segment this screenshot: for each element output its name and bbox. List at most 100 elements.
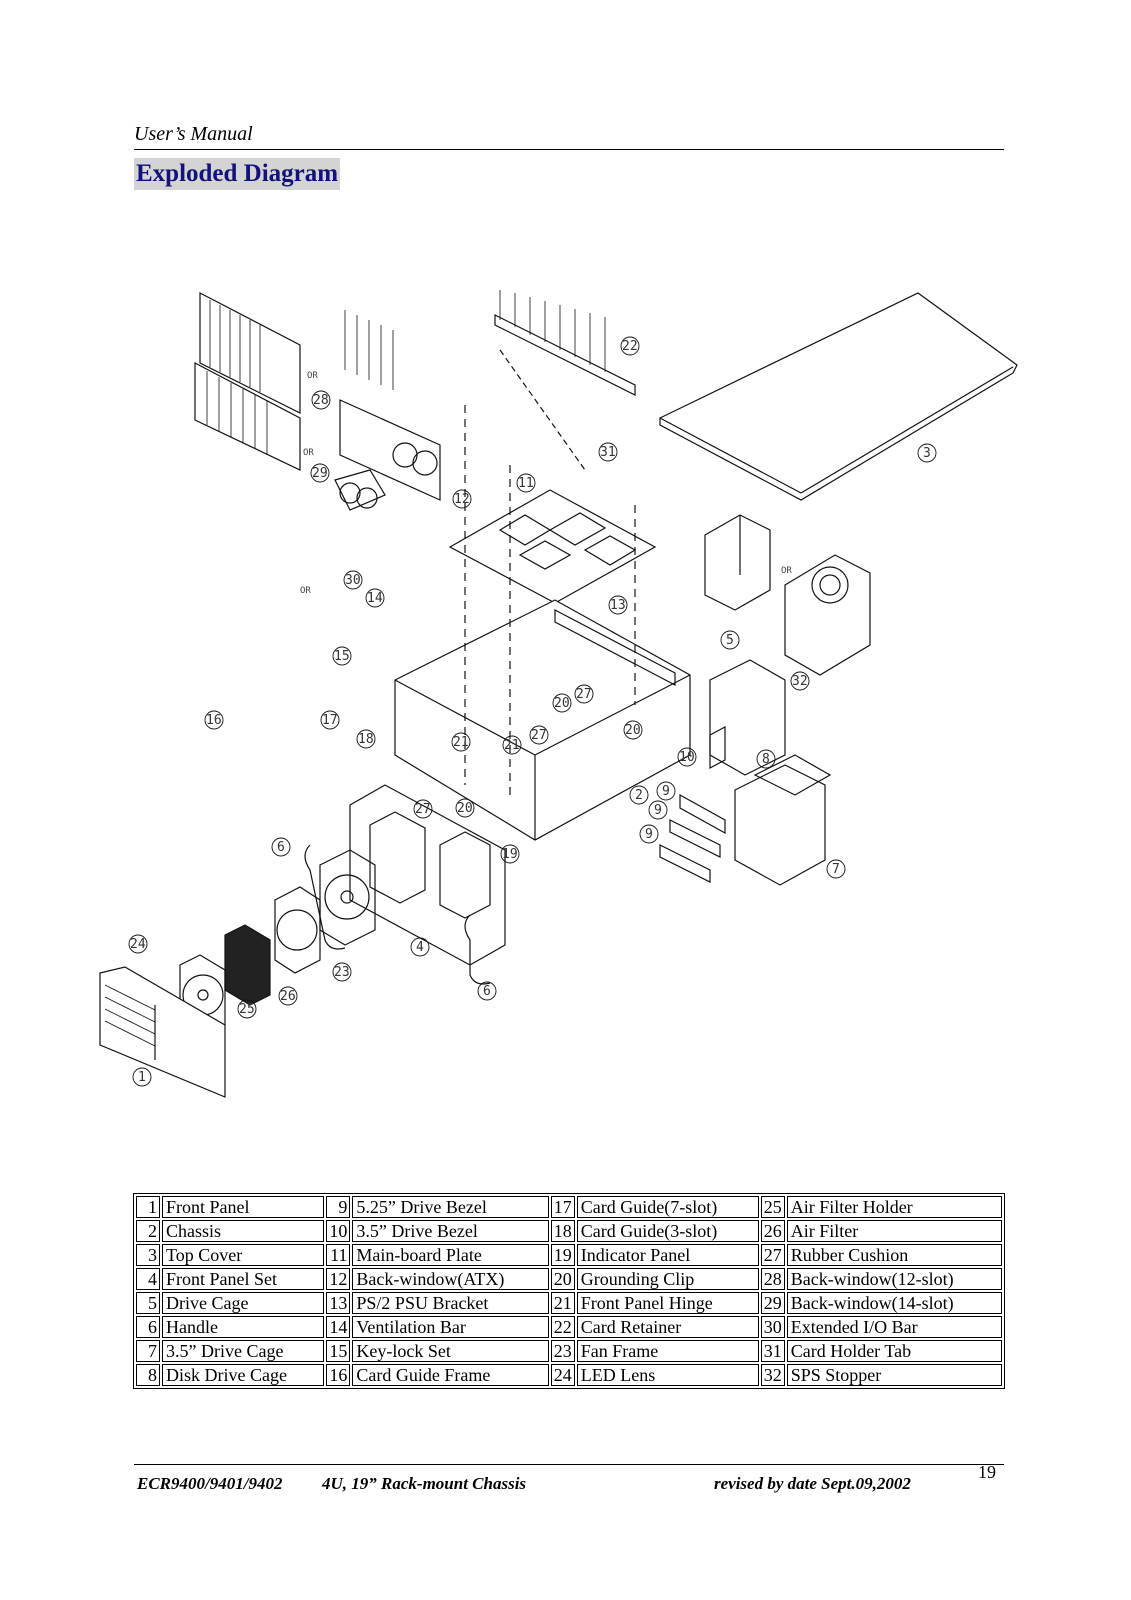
part-name: 3.5” Drive Bezel: [352, 1220, 549, 1242]
back-window-atx-drawing: [334, 399, 441, 511]
part-name: Card Guide Frame: [352, 1364, 549, 1386]
card-retainer-drawing: [494, 290, 636, 471]
svg-text:OR: OR: [300, 586, 311, 596]
svg-text:23: 23: [334, 965, 350, 980]
top-cover-drawing: [659, 292, 1018, 501]
footer-rule: [134, 1464, 1004, 1465]
part-name: 5.25” Drive Bezel: [352, 1196, 549, 1218]
part-number: 11: [326, 1244, 351, 1266]
part-name: Key-lock Set: [352, 1340, 549, 1362]
back-window-drawing: [194, 292, 301, 471]
part-number: 3: [136, 1244, 160, 1266]
part-number: 25: [760, 1196, 785, 1218]
svg-text:OR: OR: [303, 448, 314, 458]
main-board-plate-drawing: [448, 489, 657, 604]
part-name: Front Panel Hinge: [576, 1292, 759, 1314]
section-title: Exploded Diagram: [134, 158, 341, 190]
part-number: 5: [136, 1292, 160, 1314]
svg-text:20: 20: [554, 696, 570, 711]
svg-text:2: 2: [635, 788, 643, 803]
svg-text:5: 5: [726, 633, 734, 648]
part-name: Top Cover: [162, 1244, 325, 1266]
exploded-diagram-drawing: 1 2 3 4 5 6 6 7 8 9 9 9 10 11 12 13 14 1…: [99, 290, 1018, 1098]
front-panel-set-drawing: [304, 784, 506, 985]
part-number: 29: [760, 1292, 785, 1314]
part-number: 23: [550, 1340, 575, 1362]
part-name: PS/2 PSU Bracket: [352, 1292, 549, 1314]
part-name: Card Guide(7-slot): [576, 1196, 759, 1218]
svg-text:4: 4: [416, 940, 424, 955]
part-name: Grounding Clip: [576, 1268, 759, 1290]
svg-text:9: 9: [645, 827, 653, 842]
part-number: 13: [326, 1292, 351, 1314]
part-name: Air Filter Holder: [786, 1196, 1002, 1218]
svg-text:21: 21: [453, 735, 469, 750]
drive-cage-drawing: [709, 659, 832, 886]
page-number: 19: [978, 1462, 996, 1482]
svg-text:10: 10: [679, 750, 695, 765]
svg-text:21: 21: [504, 738, 520, 753]
air-filter-drawing: [224, 924, 271, 1006]
svg-text:11: 11: [518, 476, 534, 491]
part-number: 8: [136, 1364, 160, 1386]
part-number: 7: [136, 1340, 160, 1362]
svg-text:6: 6: [277, 840, 285, 855]
footer-product: 4U, 19” Rack-mount Chassis: [322, 1474, 527, 1493]
manual-label: User’s Manual: [134, 123, 253, 145]
callout-bubbles: 1 2 3 4 5 6 6 7 8 9 9 9 10 11 12 13 14 1…: [128, 336, 937, 1087]
part-number: 19: [550, 1244, 575, 1266]
part-number: 16: [326, 1364, 351, 1386]
part-name: Disk Drive Cage: [162, 1364, 325, 1386]
part-number: 27: [760, 1244, 785, 1266]
part-number: 28: [760, 1268, 785, 1290]
part-number: 17: [550, 1196, 575, 1218]
part-name: Indicator Panel: [576, 1244, 759, 1266]
part-name: Front Panel: [162, 1196, 325, 1218]
svg-text:6: 6: [483, 984, 491, 999]
exploded-diagram: 1 2 3 4 5 6 6 7 8 9 9 9 10 11 12 13 14 1…: [95, 285, 1055, 1135]
part-number: 31: [760, 1340, 785, 1362]
card-guide-drawing: [344, 310, 394, 390]
part-name: Handle: [162, 1316, 325, 1338]
footer-revision: revised by date Sept.09,2002: [714, 1474, 911, 1493]
part-number: 26: [760, 1220, 785, 1242]
part-number: 20: [550, 1268, 575, 1290]
part-name: Back-window(ATX): [352, 1268, 549, 1290]
part-number: 9: [326, 1196, 351, 1218]
part-number: 1: [136, 1196, 160, 1218]
part-name: Fan Frame: [576, 1340, 759, 1362]
svg-text:14: 14: [367, 591, 383, 606]
svg-text:27: 27: [415, 802, 431, 817]
svg-text:20: 20: [625, 723, 641, 738]
svg-text:9: 9: [654, 803, 662, 818]
drive-bezel-drawing: [659, 726, 726, 883]
svg-text:3: 3: [923, 446, 931, 461]
or-labels: OR OR OR OR: [300, 371, 792, 596]
part-number: 6: [136, 1316, 160, 1338]
svg-text:13: 13: [610, 598, 626, 613]
svg-text:8: 8: [762, 752, 770, 767]
svg-text:17: 17: [322, 713, 338, 728]
part-number: 12: [326, 1268, 351, 1290]
svg-text:31: 31: [600, 445, 616, 460]
part-name: Card Holder Tab: [786, 1340, 1002, 1362]
svg-text:26: 26: [280, 989, 296, 1004]
svg-text:27: 27: [576, 687, 592, 702]
fan-drawing: [274, 849, 376, 974]
part-number: 4: [136, 1268, 160, 1290]
part-number: 30: [760, 1316, 785, 1338]
part-number: 2: [136, 1220, 160, 1242]
svg-text:1: 1: [138, 1070, 146, 1085]
part-number: 24: [550, 1364, 575, 1386]
svg-text:19: 19: [502, 847, 518, 862]
chassis-drawing: [394, 405, 691, 841]
